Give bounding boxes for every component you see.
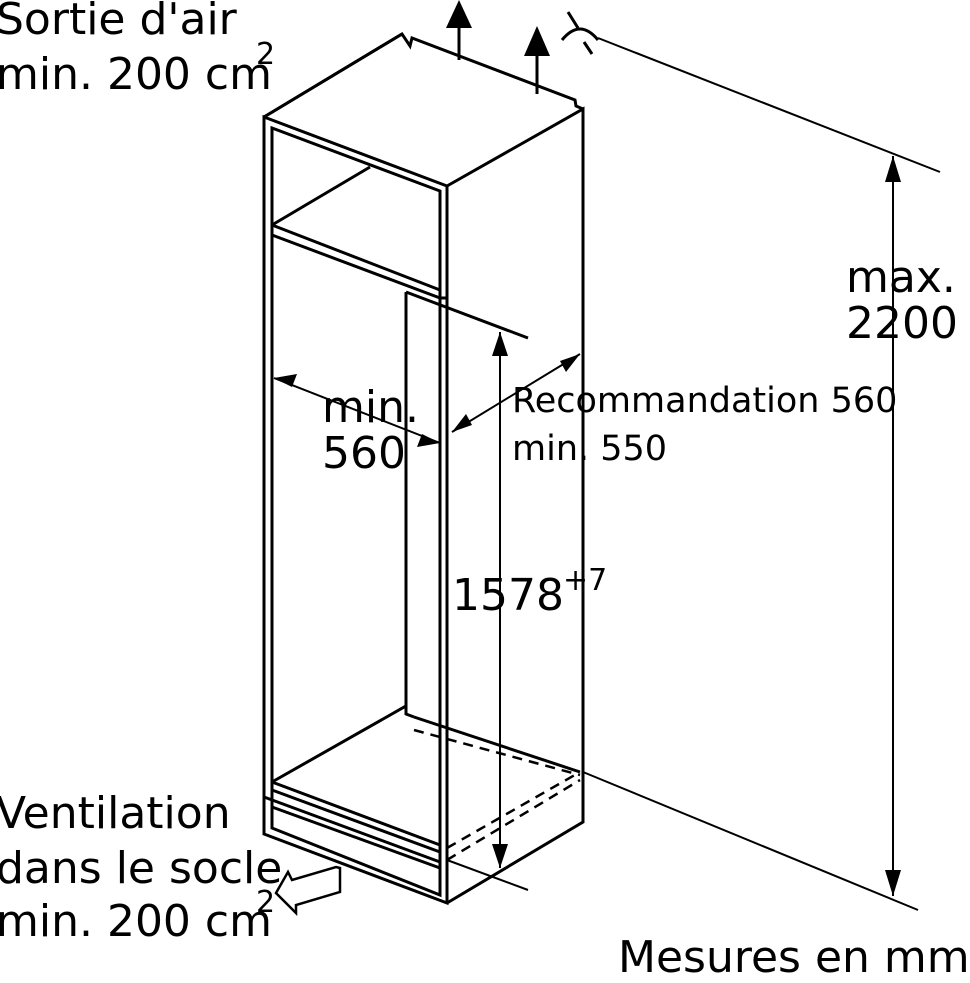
units-note: Mesures en mm [618, 932, 970, 983]
air-outlet-min-label: min. 200 cm [0, 49, 272, 100]
ventilation-plinth-label: dans le socle [0, 843, 283, 894]
max-height-dimension [885, 156, 901, 896]
cabinet-outline [262, 31, 941, 911]
height-dimension [492, 332, 508, 868]
depth-min-label: min. 550 [512, 429, 668, 469]
height-tolerance-label: +7 [563, 563, 608, 598]
depth-recommended-label: Recommandation 560 [512, 381, 898, 421]
ventilation-superscript: 2 [256, 885, 276, 920]
max-height-label: max. [846, 252, 956, 303]
width-label-min: min. [322, 382, 419, 433]
height-value-label: 1578 [452, 570, 564, 621]
air-outlet-superscript: 2 [256, 37, 276, 72]
air-outlet-arrow-icon [524, 26, 550, 94]
depth-dimension [451, 335, 584, 480]
wall-outlet-icon [560, 11, 600, 55]
air-outlet-label: Sortie d'air [0, 0, 237, 45]
ventilation-min-label: min. 200 cm [0, 896, 272, 947]
width-dimension [273, 374, 441, 447]
air-outlet-arrow-icon [446, 0, 472, 60]
air-inlet-arrow-icon [274, 865, 342, 917]
max-height-value: 2200 [846, 298, 958, 349]
ventilation-label: Ventilation [0, 788, 231, 839]
width-label-value: 560 [322, 428, 406, 479]
